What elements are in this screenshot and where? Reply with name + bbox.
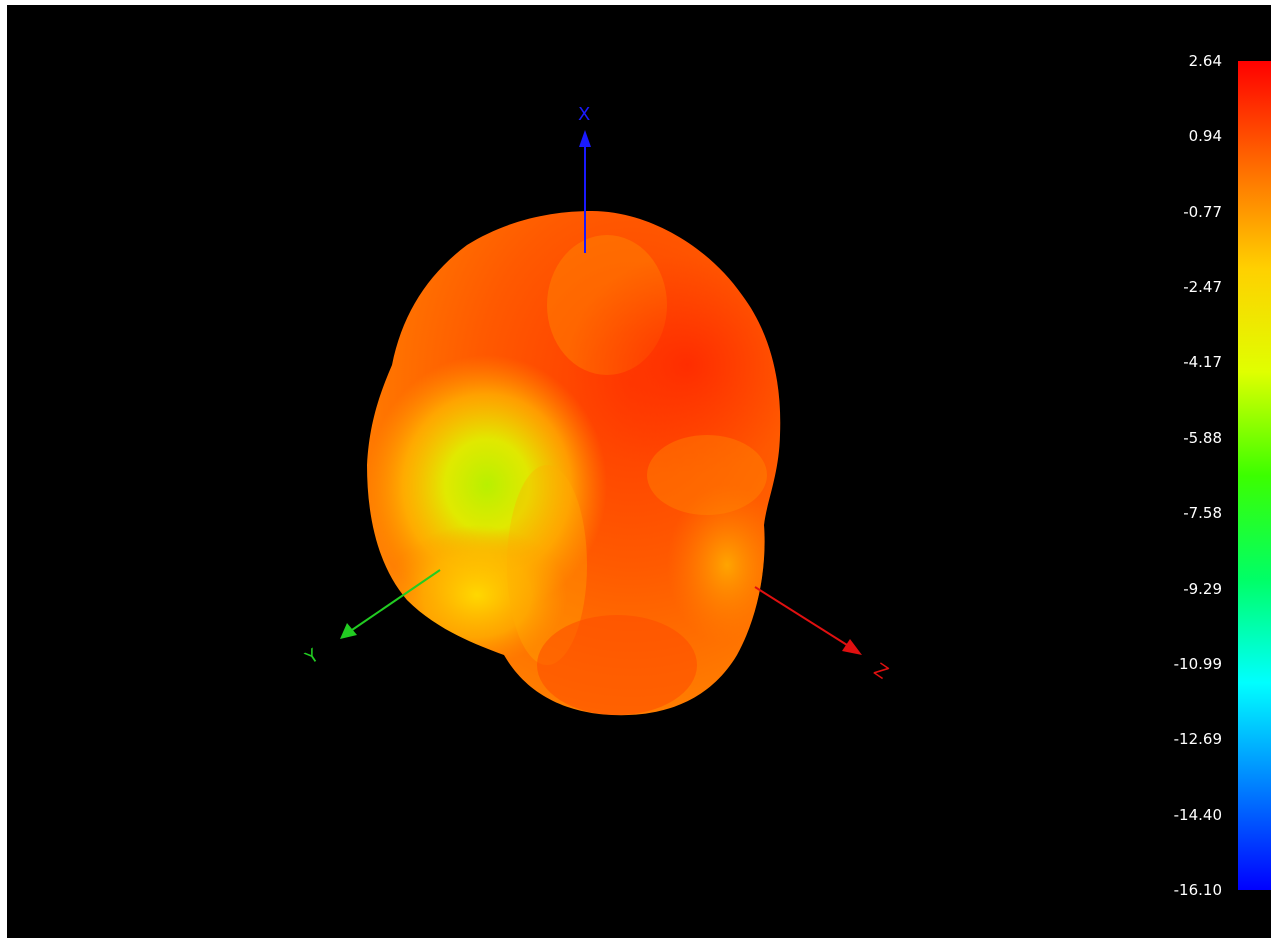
color-scale-tick: -16.10 xyxy=(1173,881,1222,899)
color-scale-tick: 2.64 xyxy=(1188,52,1222,70)
color-scale-tick: -5.88 xyxy=(1183,428,1222,447)
color-scale-tick: -2.47 xyxy=(1183,278,1222,297)
color-scale-tick: -10.99 xyxy=(1173,654,1222,673)
x-axis: X xyxy=(578,104,591,253)
color-scale-tick: -0.77 xyxy=(1183,202,1222,221)
x-axis-label: X xyxy=(578,104,590,125)
color-scale-tick: -4.17 xyxy=(1183,353,1222,372)
color-scale-tick: -14.40 xyxy=(1173,805,1222,824)
z-axis-label: Z xyxy=(870,659,892,683)
y-axis-label: Y xyxy=(301,645,324,670)
3d-viewport[interactable]: X Y Z 2.64 0.94 -0.77 -2.47 -4.17 -5.88 -7.58 -… xyxy=(7,5,1271,938)
y-axis: Y xyxy=(301,569,441,670)
radiation-pattern-scene: X Y Z xyxy=(301,104,892,716)
color-scale-bar xyxy=(1238,61,1271,890)
color-scale-tick: -9.29 xyxy=(1183,579,1222,598)
z-axis: Z xyxy=(754,586,892,684)
color-scale-tick: -12.69 xyxy=(1173,730,1222,749)
pattern-surface xyxy=(367,211,781,716)
color-scale-tick: 0.94 xyxy=(1188,127,1222,146)
color-scale-tick: -7.58 xyxy=(1183,504,1222,523)
